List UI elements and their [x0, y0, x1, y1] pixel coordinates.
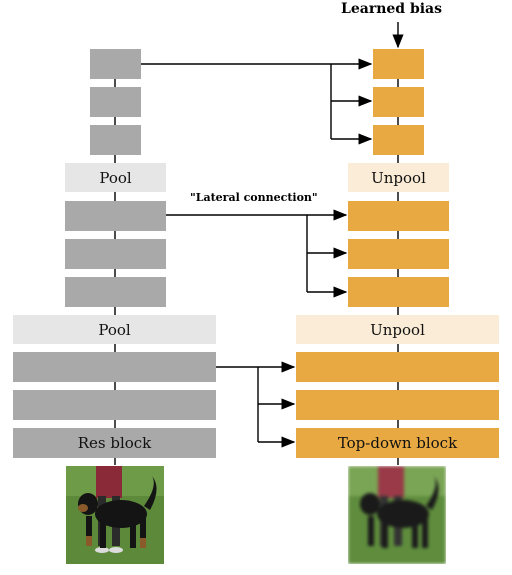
decoder-block-7: [296, 352, 499, 382]
pool-layer-top: Pool: [65, 163, 166, 192]
decoder-block-3: [373, 125, 424, 155]
lateral-connection-label: "Lateral connection": [190, 191, 318, 204]
unpool-layer-mid: Unpool: [296, 315, 499, 344]
decoder-block-4: [348, 201, 449, 231]
encoder-block-2: [90, 87, 141, 117]
learned-bias-label: Learned bias: [341, 1, 443, 17]
input-dog-photo: [66, 466, 164, 564]
decoder-block-6: [348, 277, 449, 307]
decoder-block-5: [348, 239, 449, 269]
encoder-block-8: [13, 390, 216, 420]
encoder-block-4: [65, 201, 166, 231]
top-down-block: Top-down block: [296, 428, 499, 458]
pool-layer-mid: Pool: [13, 315, 216, 344]
encoder-block-3: [90, 125, 141, 155]
decoder-block-8: [296, 390, 499, 420]
encoder-block-1: [90, 49, 141, 79]
output-dog-photo: [348, 466, 446, 564]
res-block: Res block: [13, 428, 216, 458]
encoder-block-6: [65, 277, 166, 307]
encoder-block-7: [13, 352, 216, 382]
decoder-block-2: [373, 87, 424, 117]
encoder-block-5: [65, 239, 166, 269]
decoder-block-1: [373, 49, 424, 79]
unpool-layer-top: Unpool: [348, 163, 449, 192]
